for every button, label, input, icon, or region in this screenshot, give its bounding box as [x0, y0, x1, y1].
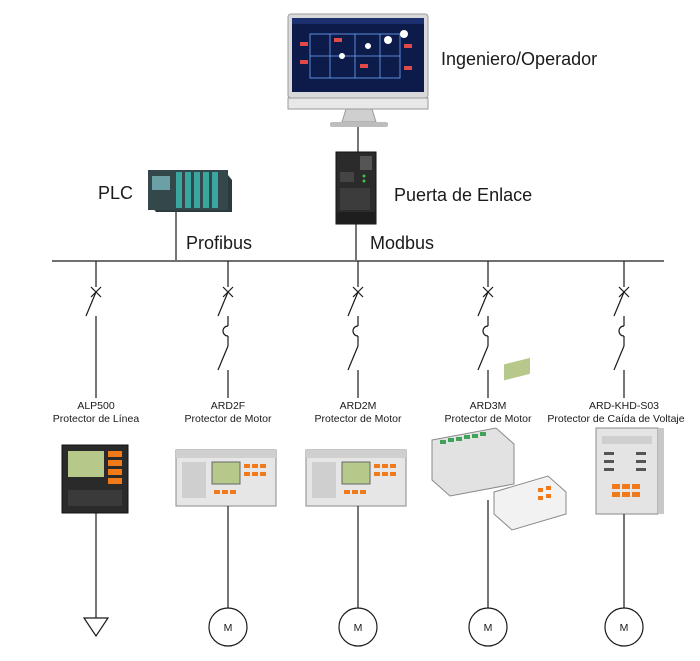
motor-2-label: M — [224, 622, 233, 634]
motor-2-icon — [208, 607, 248, 647]
device-1-description: Protector de Línea — [53, 413, 140, 425]
feeder-2-breaker — [217, 261, 234, 398]
device-5-description: Protector de Caída de Voltaje — [547, 413, 684, 425]
operator-label: Ingeniero/Operador — [441, 49, 597, 69]
feeder-4-breaker — [477, 261, 494, 398]
motor-4-icon — [468, 607, 508, 647]
gateway-label: Puerta de Enlace — [394, 185, 532, 205]
gateway-device-image — [335, 151, 377, 225]
feeder-3-breaker — [347, 261, 364, 398]
operator-monitor-image — [287, 13, 429, 127]
device-1-model: ALP500 — [77, 400, 115, 412]
device-4-model: ARD3M — [470, 400, 507, 412]
plc-label: PLC — [98, 183, 133, 203]
motor-5-label: M — [620, 622, 629, 634]
profibus-label: Profibus — [186, 233, 252, 253]
alp500-device-image — [61, 444, 129, 514]
device-3-description: Protector de Motor — [315, 413, 402, 425]
motor-3-icon — [338, 607, 378, 647]
motor-4-label: M — [484, 622, 493, 634]
device-3-model: ARD2M — [340, 400, 377, 412]
device-5-model: ARD-KHD-S03 — [589, 400, 659, 412]
device-4-description: Protector de Motor — [445, 413, 532, 425]
motor-5-icon — [604, 607, 644, 647]
motor-3-label: M — [354, 622, 363, 634]
ard3m-device-image — [431, 357, 567, 531]
feeder-1-breaker — [85, 261, 102, 398]
ard-khd-s03-device-image — [595, 427, 664, 515]
feeder-5-breaker — [613, 261, 630, 398]
modbus-label: Modbus — [370, 233, 434, 253]
plc-device-image — [148, 170, 232, 212]
ard2m-device-image — [305, 449, 407, 507]
ard2f-device-image — [175, 449, 277, 507]
device-2-model: ARD2F — [211, 400, 245, 412]
ground-symbol — [82, 513, 110, 638]
device-2-description: Protector de Motor — [185, 413, 272, 425]
